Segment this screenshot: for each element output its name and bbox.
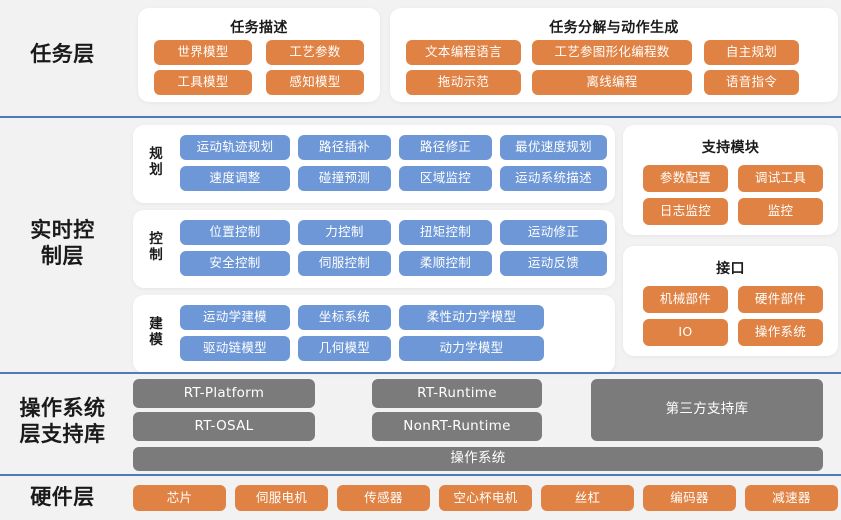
chip-dynamics-model[interactable]: 动力学模型 — [399, 336, 544, 361]
realtime-control-layer-label-line2: 制层 — [41, 244, 84, 268]
chip-path-interpolation[interactable]: 路径插补 — [298, 135, 391, 160]
os-support-layer-label-line1: 操作系统 — [19, 396, 106, 421]
chip-servo-control[interactable]: 伺服控制 — [298, 251, 391, 276]
divider-realtime-os — [0, 372, 841, 374]
chip-rt-runtime[interactable]: RT-Runtime — [372, 379, 542, 408]
chip-autonomous-planning[interactable]: 自主规划 — [704, 40, 799, 65]
hardware-layer-body: 芯片 伺服电机 传感器 空心杯电机 丝杠 编码器 减速器 — [125, 476, 841, 520]
chip-perception-model[interactable]: 感知模型 — [266, 70, 364, 95]
control-label-line1: 控 — [149, 231, 163, 247]
card-modeling-group: 建 模 运动学建模 坐标系统 柔性动力学模型 驱动链模型 几何模型 动力学模型 — [133, 295, 615, 373]
chip-compliance-control[interactable]: 柔顺控制 — [399, 251, 492, 276]
chip-motion-trajectory-planning[interactable]: 运动轨迹规划 — [180, 135, 290, 160]
chip-rt-platform[interactable]: RT-Platform — [133, 379, 315, 408]
card-task-description: 任务描述 世界模型 工艺参数 工具模型 感知模型 — [138, 8, 380, 102]
chip-hardware-components[interactable]: 硬件部件 — [738, 286, 823, 313]
chip-monitoring[interactable]: 监控 — [738, 198, 823, 225]
card-interfaces-title: 接口 — [716, 261, 745, 277]
chip-reducer[interactable]: 减速器 — [745, 485, 838, 511]
chip-debug-tool[interactable]: 调试工具 — [738, 165, 823, 192]
chip-torque-control[interactable]: 扭矩控制 — [399, 220, 492, 245]
planning-label-line1: 规 — [149, 146, 163, 162]
hardware-layer-label: 硬件层 — [30, 485, 95, 510]
chip-force-control[interactable]: 力控制 — [298, 220, 391, 245]
card-support-modules-title: 支持模块 — [701, 140, 760, 156]
card-control-group: 控 制 位置控制 力控制 扭矩控制 运动修正 安全控制 伺服控制 柔顺控制 运动… — [133, 210, 615, 288]
card-support-modules: 支持模块 参数配置 调试工具 日志监控 监控 — [623, 125, 838, 235]
chip-drag-teaching[interactable]: 拖动示范 — [406, 70, 521, 95]
divider-task-realtime — [0, 116, 841, 118]
chip-flexible-dynamics-model[interactable]: 柔性动力学模型 — [399, 305, 544, 330]
os-support-layer-label-line2: 层支持库 — [19, 422, 106, 446]
chip-voice-command[interactable]: 语音指令 — [704, 70, 799, 95]
chip-graphical-programming[interactable]: 工艺参图形化编程数 — [532, 40, 692, 65]
os-support-layer-label: 操作系统 层支持库 — [0, 396, 125, 447]
chip-parameter-configuration[interactable]: 参数配置 — [643, 165, 728, 192]
modeling-group-label: 建 模 — [143, 316, 169, 349]
chip-coreless-motor[interactable]: 空心杯电机 — [439, 485, 532, 511]
realtime-control-layer-label-line1: 实时控 — [30, 218, 95, 243]
chip-text-programming-language[interactable]: 文本编程语言 — [406, 40, 521, 65]
control-label-line2: 制 — [149, 247, 163, 264]
chip-lead-screw[interactable]: 丝杠 — [541, 485, 634, 511]
chip-area-monitoring[interactable]: 区域监控 — [399, 166, 492, 191]
planning-label-line2: 划 — [149, 162, 163, 179]
chip-coordinate-system[interactable]: 坐标系统 — [298, 305, 391, 330]
card-interfaces: 接口 机械部件 硬件部件 IO 操作系统 — [623, 246, 838, 356]
task-layer-label: 任务层 — [30, 42, 95, 67]
chip-process-parameters[interactable]: 工艺参数 — [266, 40, 364, 65]
chip-io[interactable]: IO — [643, 319, 728, 346]
card-task-decomposition-title: 任务分解与动作生成 — [549, 20, 679, 36]
chip-path-correction[interactable]: 路径修正 — [399, 135, 492, 160]
os-support-layer-body: RT-Platform RT-Runtime 第三方支持库 RT-OSAL No… — [125, 374, 841, 471]
card-task-description-title: 任务描述 — [230, 20, 288, 36]
chip-operating-system[interactable]: 操作系统 — [133, 447, 823, 471]
chip-encoder[interactable]: 编码器 — [643, 485, 736, 511]
chip-servo-motor[interactable]: 伺服电机 — [235, 485, 328, 511]
chip-world-model[interactable]: 世界模型 — [154, 40, 252, 65]
modeling-label-line2: 模 — [149, 332, 163, 349]
realtime-control-layer: 实时控 制层 规 划 运动轨迹规划 路径插补 路径修正 最优速度规划 速度调整 … — [0, 118, 841, 373]
task-layer-body: 任务描述 世界模型 工艺参数 工具模型 感知模型 任务分解与动作生成 文本编程语… — [125, 0, 841, 110]
chip-optimal-speed-planning[interactable]: 最优速度规划 — [500, 135, 607, 160]
chip-sensor[interactable]: 传感器 — [337, 485, 430, 511]
chip-speed-adjustment[interactable]: 速度调整 — [180, 166, 290, 191]
divider-os-hardware — [0, 474, 841, 476]
chip-kinematic-modeling[interactable]: 运动学建模 — [180, 305, 290, 330]
chip-collision-prediction[interactable]: 碰撞预测 — [298, 166, 391, 191]
realtime-control-layer-body: 规 划 运动轨迹规划 路径插补 路径修正 最优速度规划 速度调整 碰撞预测 区域… — [125, 118, 841, 373]
chip-offline-programming[interactable]: 离线编程 — [532, 70, 692, 95]
chip-chip[interactable]: 芯片 — [133, 485, 226, 511]
chip-nonrt-runtime[interactable]: NonRT-Runtime — [372, 412, 542, 441]
chip-safety-control[interactable]: 安全控制 — [180, 251, 290, 276]
chip-third-party-library[interactable]: 第三方支持库 — [591, 379, 823, 441]
card-planning-group: 规 划 运动轨迹规划 路径插补 路径修正 最优速度规划 速度调整 碰撞预测 区域… — [133, 125, 615, 203]
realtime-control-layer-label: 实时控 制层 — [0, 218, 125, 269]
chip-operating-system-interface[interactable]: 操作系统 — [738, 319, 823, 346]
chip-motion-correction[interactable]: 运动修正 — [500, 220, 607, 245]
modeling-label-line1: 建 — [149, 316, 163, 332]
chip-motion-feedback[interactable]: 运动反馈 — [500, 251, 607, 276]
chip-position-control[interactable]: 位置控制 — [180, 220, 290, 245]
os-support-layer: 操作系统 层支持库 RT-Platform RT-Runtime 第三方支持库 … — [0, 374, 841, 471]
planning-group-label: 规 划 — [143, 146, 169, 179]
card-task-decomposition: 任务分解与动作生成 文本编程语言 工艺参图形化编程数 自主规划 拖动示范 离线编… — [390, 8, 838, 102]
chip-mechanical-components[interactable]: 机械部件 — [643, 286, 728, 313]
chip-motion-system-description[interactable]: 运动系统描述 — [500, 166, 607, 191]
control-group-label: 控 制 — [143, 231, 169, 264]
chip-geometric-model[interactable]: 几何模型 — [298, 336, 391, 361]
hardware-layer: 硬件层 芯片 伺服电机 传感器 空心杯电机 丝杠 编码器 减速器 — [0, 476, 841, 520]
chip-tool-model[interactable]: 工具模型 — [154, 70, 252, 95]
chip-log-monitoring[interactable]: 日志监控 — [643, 198, 728, 225]
chip-drive-chain-model[interactable]: 驱动链模型 — [180, 336, 290, 361]
task-layer: 任务层 任务描述 世界模型 工艺参数 工具模型 感知模型 任务分解与动作生成 文… — [0, 0, 841, 110]
chip-rt-osal[interactable]: RT-OSAL — [133, 412, 315, 441]
